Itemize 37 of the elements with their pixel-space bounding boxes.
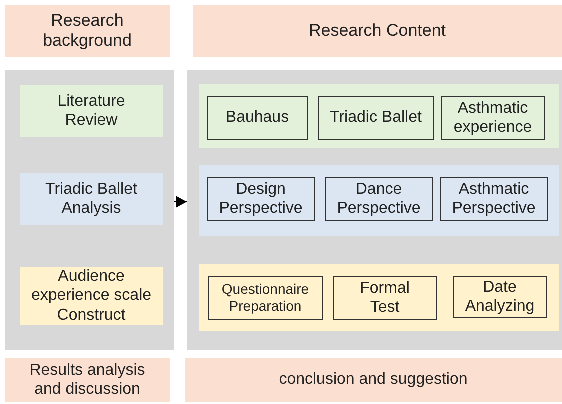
box-label: Research background	[42, 10, 133, 52]
content-box	[440, 177, 548, 221]
box-label: Audience experience scale Construct	[30, 267, 153, 325]
box-label: Asthmatic Perspective	[451, 180, 537, 218]
content-box	[453, 276, 547, 318]
box-label: Dance Perspective	[336, 180, 422, 218]
heading-box	[185, 358, 562, 402]
box-label: Literature Review	[56, 92, 126, 130]
box-label: Date Analyzing	[464, 278, 536, 316]
box-label: Formal Test	[359, 278, 411, 318]
box-label: Research Content	[308, 20, 446, 42]
arrow	[174, 196, 188, 208]
content-band	[199, 165, 559, 236]
content-box	[333, 276, 437, 320]
content-box	[207, 96, 308, 140]
box-label: Questionnaire Preparation	[220, 281, 310, 315]
stage-box	[20, 173, 163, 225]
content-band	[199, 84, 559, 148]
box-label: Results analysis and discussion	[28, 360, 146, 400]
content-box	[325, 177, 433, 221]
box-label: conclusion and suggestion	[279, 370, 468, 390]
stage-box	[20, 85, 163, 137]
column-panel	[187, 70, 562, 350]
heading-box	[193, 5, 562, 57]
heading-box	[5, 358, 170, 402]
content-band	[199, 264, 559, 331]
content-box	[208, 276, 323, 320]
box-label: Design Perspective	[218, 180, 304, 218]
box-label: Triadic Ballet Analysis	[44, 180, 138, 218]
box-label: Asthmatic experience	[452, 98, 534, 138]
content-box	[207, 177, 315, 221]
content-box	[318, 96, 434, 140]
box-label: Triadic Ballet	[330, 108, 422, 128]
heading-box	[5, 5, 170, 57]
content-box	[441, 96, 545, 140]
box-label: Bauhaus	[226, 108, 290, 128]
column-panel	[5, 70, 174, 350]
